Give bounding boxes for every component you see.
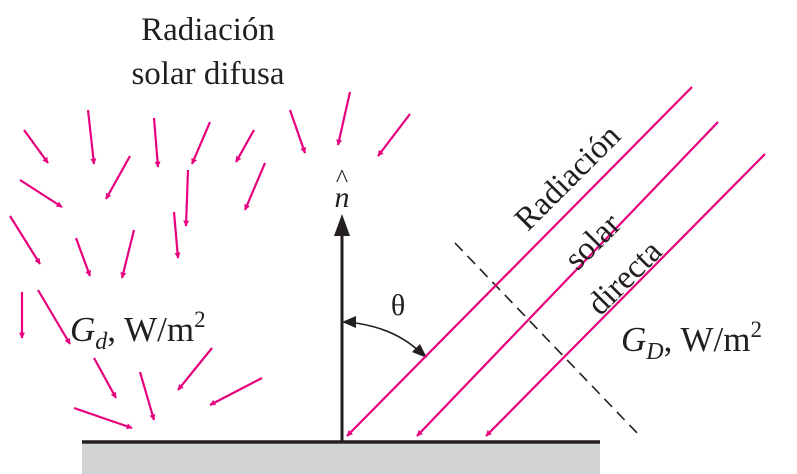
diffuse-arrow bbox=[37, 289, 71, 345]
dashed-line bbox=[454, 242, 641, 437]
diffuse-arrow bbox=[177, 347, 213, 391]
diffuse-arrows bbox=[9, 91, 411, 430]
diffuse-arrow bbox=[190, 121, 212, 165]
angle-arc bbox=[345, 321, 423, 355]
diffuse-arrow bbox=[74, 237, 92, 277]
gD-label: GD, W/m2 bbox=[621, 317, 762, 365]
gd-subscript: d bbox=[95, 329, 108, 355]
surface-block bbox=[82, 444, 600, 474]
normal-hat: ^ bbox=[336, 164, 348, 193]
angle-arrowhead-right bbox=[412, 344, 427, 358]
gD-subscript: D bbox=[645, 339, 663, 365]
gD-exponent: 2 bbox=[750, 317, 762, 342]
diffuse-arrow bbox=[172, 211, 181, 259]
diffuse-label-line1: Radiación bbox=[141, 12, 275, 48]
gd-letter: G bbox=[70, 310, 95, 349]
normal-arrowhead bbox=[334, 214, 350, 236]
diffuse-arrow bbox=[105, 155, 131, 200]
diffuse-arrow bbox=[19, 179, 63, 208]
direct-ray-3 bbox=[485, 153, 766, 437]
diffuse-arrow bbox=[138, 371, 156, 421]
angle-label: θ bbox=[391, 289, 405, 322]
gD-unit: , W/m bbox=[664, 320, 751, 359]
diffuse-arrow bbox=[86, 109, 97, 165]
gd-label: Gd, W/m2 bbox=[70, 307, 206, 355]
angle-arrowhead-left bbox=[342, 316, 356, 328]
diffuse-arrow bbox=[243, 162, 267, 211]
gd-unit: , W/m bbox=[107, 310, 194, 349]
gD-letter: G bbox=[621, 320, 646, 359]
diffuse-label-line2: solar difusa bbox=[131, 56, 284, 92]
direct-ray-1 bbox=[346, 86, 693, 437]
diffuse-arrow bbox=[336, 91, 352, 146]
diffuse-arrow bbox=[93, 357, 117, 399]
diffuse-arrow bbox=[288, 109, 307, 154]
gd-exponent: 2 bbox=[194, 307, 206, 332]
diffuse-arrow bbox=[377, 113, 411, 157]
direct-ray-2 bbox=[416, 121, 719, 437]
diffuse-arrow bbox=[183, 169, 190, 227]
diffuse-arrow bbox=[9, 215, 41, 265]
diffuse-arrow bbox=[120, 229, 136, 279]
diffuse-arrow bbox=[235, 129, 255, 163]
normal-label: n bbox=[335, 181, 350, 214]
diffuse-arrow bbox=[209, 377, 263, 406]
diffuse-arrow bbox=[23, 129, 49, 164]
diffuse-arrow bbox=[73, 406, 133, 430]
diffuse-arrow bbox=[152, 117, 161, 168]
